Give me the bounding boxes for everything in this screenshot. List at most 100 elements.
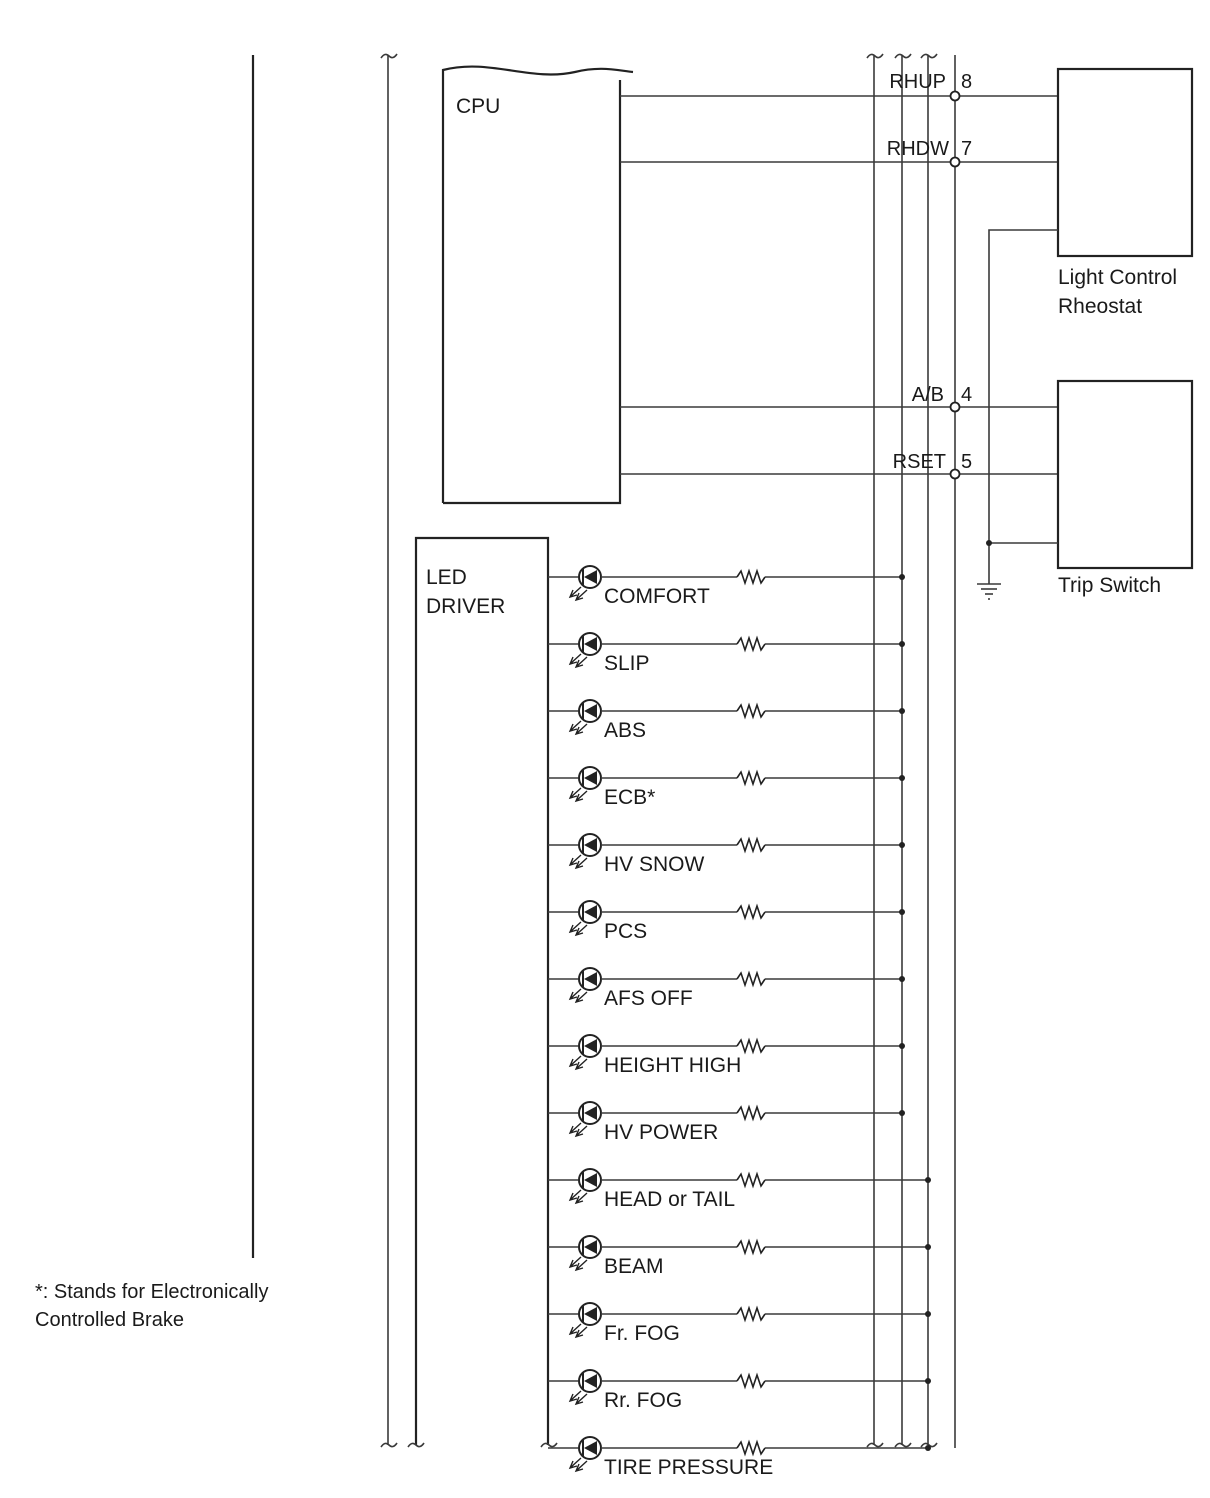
rheostat-label-1: Light Control <box>1058 266 1177 289</box>
signal-pin: 8 <box>961 71 972 93</box>
led-label: Fr. FOG <box>604 1322 680 1345</box>
connector-pin-7 <box>949 156 961 168</box>
led-label: HV SNOW <box>604 853 705 876</box>
signal-pin: 4 <box>961 384 972 406</box>
led-row: Rr. FOG <box>548 1369 931 1412</box>
cpu-label: CPU <box>456 95 500 118</box>
led-label: Rr. FOG <box>604 1389 682 1412</box>
resistor-icon <box>736 1238 766 1256</box>
resistor-icon <box>736 1171 766 1189</box>
connector-pin-8 <box>949 90 961 102</box>
junction-dot <box>925 1378 931 1384</box>
ground-wiring <box>977 229 1058 600</box>
led-row: COMFORT <box>548 565 905 608</box>
led-row: BEAM <box>548 1235 931 1278</box>
cpu-block: CPU <box>441 65 634 505</box>
junction-dot <box>925 1311 931 1317</box>
led-row: SLIP <box>548 632 905 675</box>
signal-name: RSET <box>893 451 946 473</box>
junction-dot <box>925 1445 931 1451</box>
led-row: PCS <box>548 900 905 943</box>
led-label: TIRE PRESSURE <box>604 1456 773 1479</box>
led-label: PCS <box>604 920 647 943</box>
led-icon <box>568 1101 602 1138</box>
led-driver-label-2: DRIVER <box>426 595 505 618</box>
led-label: ABS <box>604 719 646 742</box>
junction-dot <box>899 976 905 982</box>
led-row: TIRE PRESSURE <box>548 1436 931 1479</box>
led-icon <box>568 1369 602 1406</box>
led-label: AFS OFF <box>604 987 693 1010</box>
signal-lines <box>620 90 1058 480</box>
resistor-icon <box>736 769 766 787</box>
meter-outline <box>380 53 398 1448</box>
resistor-icon <box>736 836 766 854</box>
resistor-icon <box>736 1439 766 1457</box>
led-icon <box>568 1235 602 1272</box>
led-icon <box>568 1168 602 1205</box>
signal-name: RHUP <box>889 71 946 93</box>
led-row: HEIGHT HIGH <box>548 1034 905 1077</box>
junction-dot <box>899 1043 905 1049</box>
led-icon <box>568 1034 602 1071</box>
led-icon <box>568 699 602 736</box>
led-icon <box>568 565 602 602</box>
resistor-icon <box>736 568 766 586</box>
resistor-icon <box>736 903 766 921</box>
led-label: HEIGHT HIGH <box>604 1054 741 1077</box>
led-indicator-rows: COMFORT SLIP ABS ECB* HV SNOW PCS AFS OFF HEIGH… <box>548 565 931 1479</box>
led-row: AFS OFF <box>548 967 905 1010</box>
connector-pin-4 <box>949 401 961 413</box>
connector-pin-5 <box>949 468 961 480</box>
led-driver-block: LED DRIVER <box>407 536 558 1448</box>
signal-name: RHDW <box>887 138 949 160</box>
rheostat-label-2: Rheostat <box>1058 295 1142 318</box>
ground-symbol <box>977 583 1001 600</box>
resistor-icon <box>736 1037 766 1055</box>
junction-dot <box>899 1110 905 1116</box>
led-icon <box>568 900 602 937</box>
led-row: HV POWER <box>548 1101 905 1144</box>
footnote-line-2: Controlled Brake <box>35 1309 184 1331</box>
junction-dot <box>925 1177 931 1183</box>
junction-dot <box>925 1244 931 1250</box>
resistor-icon <box>736 702 766 720</box>
led-row: HV SNOW <box>548 833 905 876</box>
junction-dot <box>899 909 905 915</box>
resistor-icon <box>736 1372 766 1390</box>
led-label: BEAM <box>604 1255 664 1278</box>
junction-dot <box>899 574 905 580</box>
led-label: SLIP <box>604 652 650 675</box>
junction-dot <box>899 641 905 647</box>
signal-name: A/B <box>912 384 944 406</box>
junction-dot <box>899 842 905 848</box>
led-icon <box>568 1302 602 1339</box>
signal-pin: 7 <box>961 138 972 160</box>
footnote: *: Stands for Electronically Controlled … <box>35 1281 268 1331</box>
vertical-buses <box>866 53 956 1448</box>
footnote-line-1: *: Stands for Electronically <box>35 1281 268 1303</box>
led-label: HEAD or TAIL <box>604 1188 735 1211</box>
led-label: HV POWER <box>604 1121 718 1144</box>
led-row: ECB* <box>548 766 905 809</box>
led-icon <box>568 632 602 669</box>
signal-pin: 5 <box>961 451 972 473</box>
led-row: HEAD or TAIL <box>548 1168 931 1211</box>
led-label: ECB* <box>604 786 655 809</box>
resistor-icon <box>736 1305 766 1323</box>
resistor-icon <box>736 970 766 988</box>
resistor-icon <box>736 635 766 653</box>
trip-switch-label: Trip Switch <box>1058 574 1161 597</box>
junction-dot <box>899 708 905 714</box>
trip-switch: Trip Switch <box>1056 379 1194 597</box>
light-control-rheostat: Light Control Rheostat <box>1056 67 1194 318</box>
junction-dot <box>899 775 905 781</box>
led-row: ABS <box>548 699 905 742</box>
led-label: COMFORT <box>604 585 710 608</box>
led-icon <box>568 833 602 870</box>
led-icon <box>568 1436 602 1473</box>
signal-labels: RHUP 8 RHDW 7 A/B 4 RSET 5 <box>887 71 972 473</box>
led-icon <box>568 967 602 1004</box>
resistor-icon <box>736 1104 766 1122</box>
